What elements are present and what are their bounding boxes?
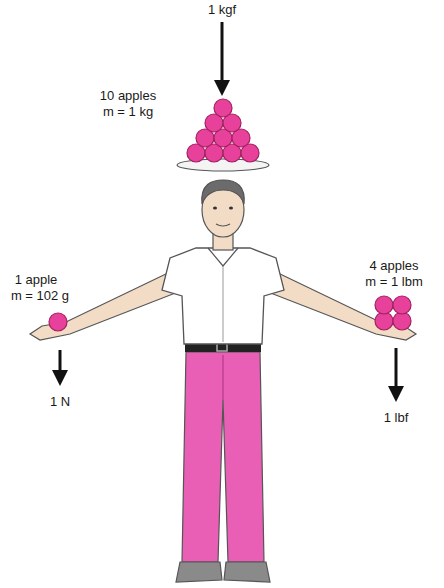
force-arrows [52,22,404,402]
force-or-mass-label: 10 apples [100,88,156,104]
force-or-mass-label: 1 lbf [384,410,409,426]
force-or-mass-label: 1 N [50,394,70,410]
force-or-mass-label: 1 apple [15,272,58,288]
force-or-mass-label: m = 102 g [11,288,69,304]
force-or-mass-label: m = 1 lbm [365,274,422,290]
legs [176,352,270,582]
apples [49,99,411,331]
head [202,180,244,250]
shirt [162,248,284,344]
force-or-mass-label: 1 kgf [208,2,236,18]
force-or-mass-label: 4 apples [369,258,418,274]
force-or-mass-label: m = 1 kg [103,104,153,120]
